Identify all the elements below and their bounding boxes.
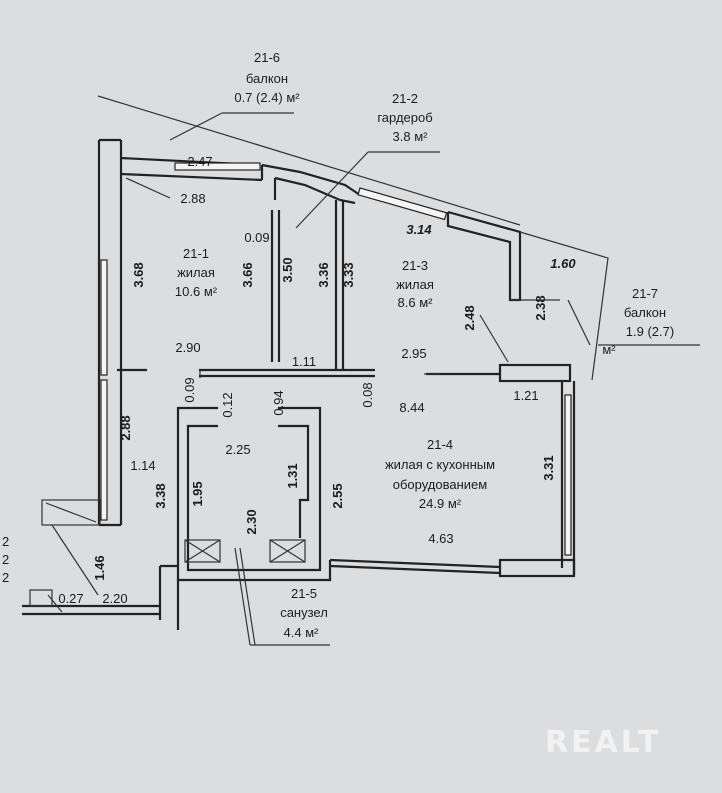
dim-2-30: 2.30	[244, 509, 259, 534]
room-21-4-label: 21-4 жилая с кухонным оборудованием 24.9…	[385, 437, 495, 511]
dim-2-88-left: 2.88	[118, 415, 133, 440]
room-name-line1: жилая с кухонным	[385, 457, 495, 472]
room-21-2-label: 21-2 гардероб 3.8 м²	[377, 91, 432, 144]
room-name: гардероб	[377, 110, 432, 125]
room-21-7-label: 21-7 балкон 1.9 (2.7) м²	[602, 286, 674, 357]
dim-2-48: 2.48	[462, 305, 477, 330]
edge-mark: 2	[2, 570, 9, 585]
dim-1-46: 1.46	[92, 555, 107, 580]
room-21-6-label: 21-6 балкон 0.7 (2.4) м²	[234, 50, 300, 105]
room-area: 1.9 (2.7)	[626, 324, 674, 339]
dim-1-14: 1.14	[130, 458, 155, 473]
room-21-1-label: 21-1 жилая 10.6 м²	[175, 246, 218, 299]
dim-1-95: 1.95	[190, 481, 205, 506]
dim-1-11: 1.11	[292, 354, 316, 369]
dim-3-38: 3.38	[153, 483, 168, 508]
edge-mark: 2	[2, 534, 9, 549]
room-area-unit: м²	[602, 342, 616, 357]
realt-watermark: REALT	[545, 725, 661, 760]
room-name: санузел	[280, 605, 328, 620]
room-number: 21-2	[392, 91, 418, 106]
dim-3-50: 3.50	[280, 257, 295, 282]
dim-2-95: 2.95	[401, 346, 426, 361]
room-name: жилая	[396, 277, 434, 292]
dim-3-66: 3.66	[240, 262, 255, 287]
room-area: 10.6 м²	[175, 284, 218, 299]
dim-2-47: 2.47	[187, 154, 212, 169]
dim-1-31: 1.31	[285, 463, 300, 488]
room-number: 21-5	[291, 586, 317, 601]
room-name: жилая	[177, 265, 215, 280]
room-number: 21-3	[402, 258, 428, 273]
dim-0-08: 0.08	[360, 382, 375, 407]
dim-3-36: 3.36	[316, 262, 331, 287]
room-name: балкон	[624, 305, 666, 320]
dim-3-14: 3.14	[406, 222, 432, 237]
dim-0-09-b: 0.09	[182, 377, 197, 402]
dim-0-12: 0.12	[220, 392, 235, 417]
dim-3-68: 3.68	[131, 262, 146, 287]
room-number: 21-7	[632, 286, 658, 301]
room-area: 8.6 м²	[398, 295, 434, 310]
edge-marks: 2 2 2	[2, 534, 9, 585]
dim-2-38: 2.38	[533, 295, 548, 320]
room-area: 3.8 м²	[393, 129, 429, 144]
dim-1-21: 1.21	[513, 388, 538, 403]
dim-2-20: 2.20	[102, 591, 127, 606]
room-area: 24.9 м²	[419, 496, 462, 511]
room-21-5-label: 21-5 санузел 4.4 м²	[280, 586, 328, 640]
dim-0-94: 0.94	[271, 390, 286, 415]
dim-2-25: 2.25	[225, 442, 250, 457]
dim-0-27: 0.27	[58, 591, 83, 606]
room-name: балкон	[246, 71, 288, 86]
dim-4-63: 4.63	[428, 531, 453, 546]
dim-1-60: 1.60	[550, 256, 576, 271]
edge-mark: 2	[2, 552, 9, 567]
walls	[22, 95, 700, 646]
dim-0-09-a: 0.09	[244, 230, 269, 245]
room-area: 0.7 (2.4) м²	[234, 90, 300, 105]
room-number: 21-4	[427, 437, 453, 452]
room-21-3-label: 21-3 жилая 8.6 м²	[396, 258, 434, 310]
dim-2-88-top: 2.88	[180, 191, 205, 206]
room-name-line2: оборудованием	[393, 477, 488, 492]
dim-8-44: 8.44	[399, 400, 424, 415]
room-number: 21-6	[254, 50, 280, 65]
room-area: 4.4 м²	[284, 625, 320, 640]
dimensions: 2.47 2.88 3.14 1.60 0.09 3.68 3.66 3.50 …	[58, 154, 576, 606]
room-number: 21-1	[183, 246, 209, 261]
dim-2-55: 2.55	[330, 483, 345, 508]
dim-3-33: 3.33	[341, 262, 356, 287]
dim-3-31: 3.31	[541, 455, 556, 480]
dim-2-90: 2.90	[175, 340, 200, 355]
